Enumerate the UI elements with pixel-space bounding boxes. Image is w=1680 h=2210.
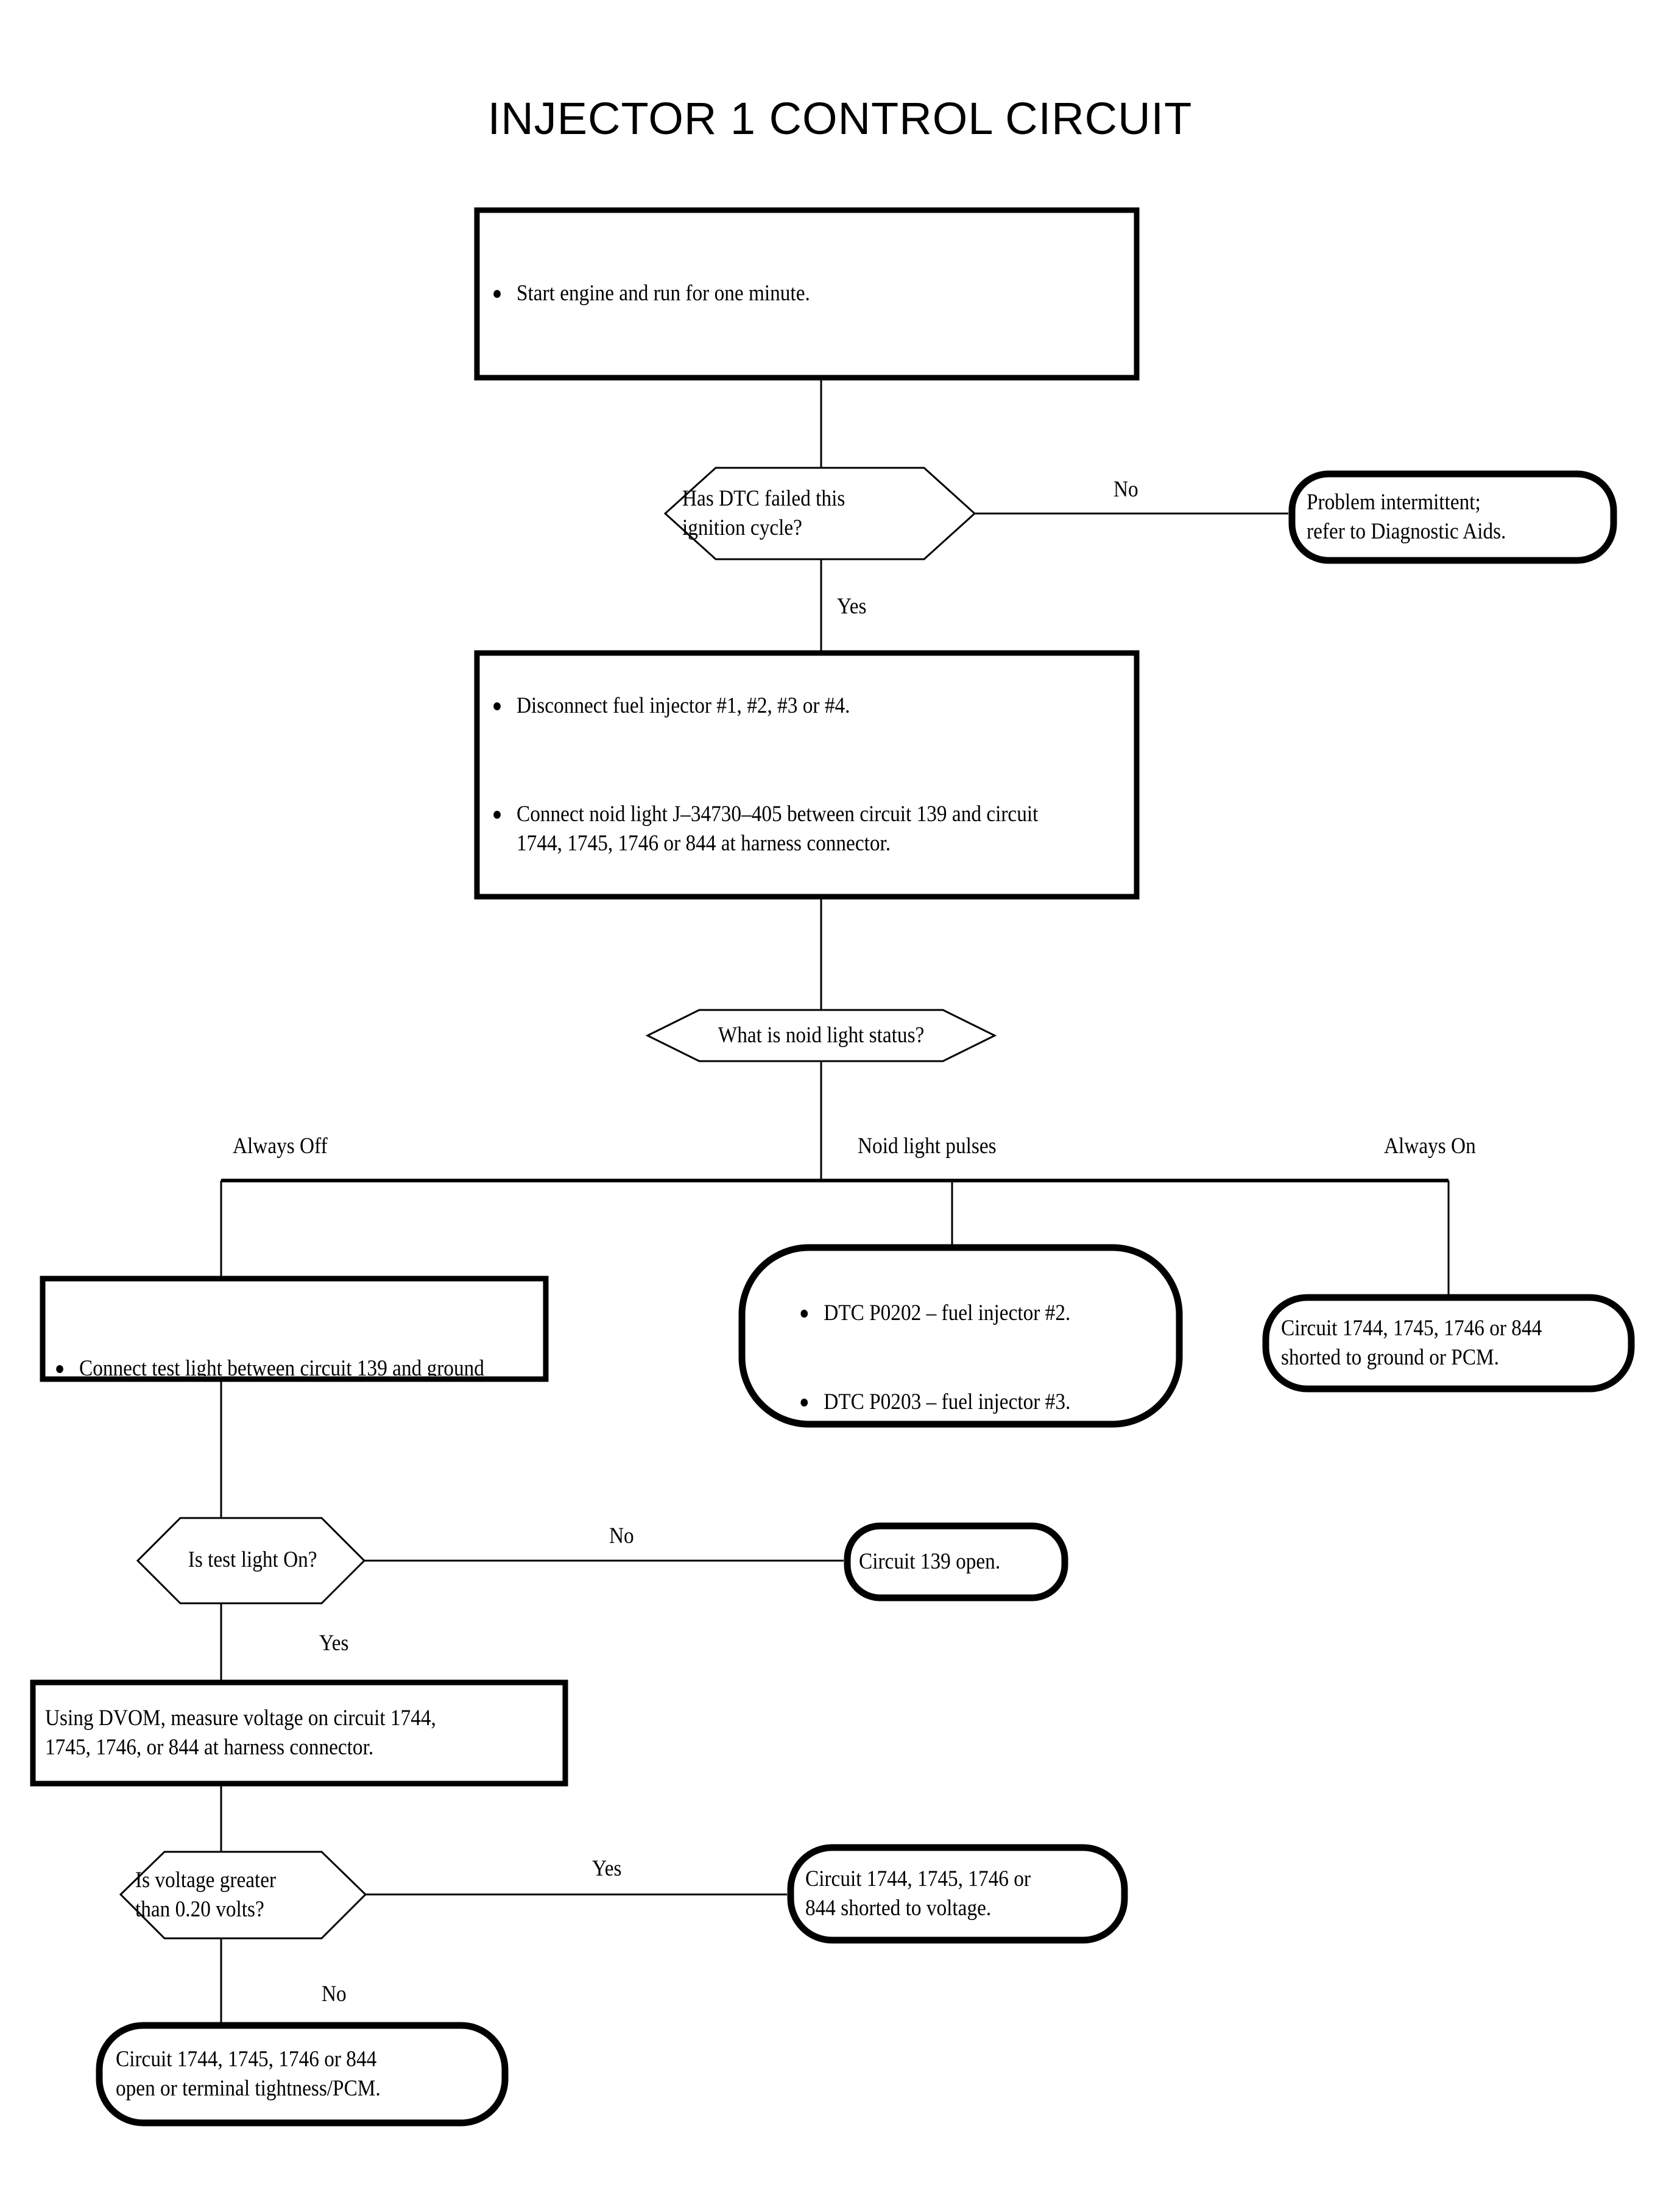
decision3-hexagon xyxy=(136,1517,366,1605)
step3-left-list: Ignition On, engine Off. Connect test li… xyxy=(52,1282,488,1376)
edge-label-decision3-no: No xyxy=(609,1523,634,1548)
step1-list: Ignition Off for 10 seconds. Start engin… xyxy=(489,216,1061,372)
node-step1: Ignition Off for 10 seconds. Start engin… xyxy=(474,207,1140,381)
edge-label-decision1-no: No xyxy=(1114,477,1138,502)
edge-label-decision4-no: No xyxy=(322,1982,347,2007)
node-decision1: Has DTC failed this ignition cycle? xyxy=(663,467,976,560)
decision4-hexagon xyxy=(119,1851,367,1940)
step2-item-1: Disconnect fuel injector #1, #2, #3 or #… xyxy=(489,691,1061,721)
node-step2: Ignition On, engine Off. Disconnect fuel… xyxy=(474,650,1140,900)
term-tightness-item-2: DTC P0203 – fuel injector #3. xyxy=(796,1388,1121,1417)
decision4-text: Is voltage greater than 0.20 volts? xyxy=(135,1866,330,1924)
edge-label-decision2-always-on: Always On xyxy=(1384,1134,1476,1159)
node-term-139-open: Circuit 139 open. xyxy=(844,1522,1068,1601)
node-decision3: Is test light On? xyxy=(136,1517,366,1605)
step1-box xyxy=(474,207,1140,381)
decision1-text: Has DTC failed this ignition cycle? xyxy=(682,484,934,543)
step3-left-box xyxy=(40,1276,549,1382)
term-shorted-ground-line1: Circuit 1744, 1745, 1746 or 844 xyxy=(1281,1315,1542,1341)
node-term-shorted-voltage: Circuit 1744, 1745, 1746 or 844 shorted t… xyxy=(787,1844,1128,1944)
term-shorted-ground-text: Circuit 1744, 1745, 1746 or 844 shorted t… xyxy=(1281,1314,1588,1372)
term-open-pcm-line2: open or terminal tightness/PCM. xyxy=(116,2076,381,2101)
term-open-pcm-box xyxy=(96,2022,509,2127)
decision2-hexagon xyxy=(645,1009,997,1062)
term-shorted-ground-box xyxy=(1262,1294,1635,1393)
decision1-hexagon xyxy=(663,467,976,560)
term-intermittent-box xyxy=(1288,470,1617,564)
term-shorted-ground-line2: shorted to ground or PCM. xyxy=(1281,1345,1499,1370)
step3-left-item-1: Connect test light between circuit 139 a… xyxy=(52,1354,488,1376)
edge-label-decision3-yes: Yes xyxy=(319,1631,349,1656)
connectors xyxy=(220,378,1450,2025)
term-shorted-voltage-line2: 844 shorted to voltage. xyxy=(805,1896,992,1921)
term-shorted-voltage-box xyxy=(787,1844,1128,1944)
page-title: INJECTOR 1 CONTROL CIRCUIT xyxy=(488,93,1193,144)
term-shorted-voltage-text: Circuit 1744, 1745, 1746 or 844 shorted t… xyxy=(805,1865,1085,1923)
term-shorted-voltage-line1: Circuit 1744, 1745, 1746 or xyxy=(805,1866,1031,1891)
term-139-open-text: Circuit 139 open. xyxy=(859,1548,1001,1574)
node-term-open-pcm: Circuit 1744, 1745, 1746 or 844 open or t… xyxy=(96,2022,509,2127)
step2-list: Ignition On, engine Off. Disconnect fuel… xyxy=(489,659,1061,891)
term-tightness-box xyxy=(738,1244,1183,1428)
node-term-tightness: Check terminal tightness for: DTC P0201 … xyxy=(738,1244,1183,1428)
term-139-open-box xyxy=(844,1522,1068,1601)
node-decision2: What is noid light status? xyxy=(645,1009,997,1062)
decision1-line2: ignition cycle? xyxy=(682,515,802,540)
step2-item-2: Connect noid light J–34730–405 between c… xyxy=(489,800,1061,858)
term-tightness-item-1: DTC P0202 – fuel injector #2. xyxy=(796,1299,1121,1328)
step1-item-1: Start engine and run for one minute. xyxy=(489,279,1061,308)
term-intermittent-line2: refer to Diagnostic Aids. xyxy=(1307,519,1506,544)
node-term-shorted-ground: Circuit 1744, 1745, 1746 or 844 shorted t… xyxy=(1262,1294,1635,1393)
decision1-line1: Has DTC failed this xyxy=(682,485,845,511)
decision3-text: Is test light On? xyxy=(188,1547,317,1572)
node-decision4: Is voltage greater than 0.20 volts? xyxy=(119,1851,367,1940)
term-intermittent-line1: Problem intermittent; xyxy=(1307,489,1481,515)
step4-line1: Using DVOM, measure voltage on circuit 1… xyxy=(45,1705,436,1731)
decision2-text: What is noid light status? xyxy=(718,1022,925,1048)
step4-text: Using DVOM, measure voltage on circuit 1… xyxy=(45,1704,503,1762)
term-intermittent-text: Problem intermittent; refer to Diagnostic… xyxy=(1307,488,1575,546)
decision4-line1: Is voltage greater xyxy=(135,1867,277,1893)
step4-line2: 1745, 1746, or 844 at harness connector. xyxy=(45,1735,374,1760)
node-term-intermittent: Problem intermittent; refer to Diagnostic… xyxy=(1288,470,1617,564)
edge-label-decision4-yes: Yes xyxy=(592,1856,622,1881)
node-step4: Using DVOM, measure voltage on circuit 1… xyxy=(30,1679,568,1787)
step4-box xyxy=(30,1679,568,1787)
term-tightness-list: DTC P0201 – fuel injector #1. DTC P0202 … xyxy=(764,1255,1121,1417)
edge-label-decision1-yes: Yes xyxy=(837,594,867,619)
edge-labels: No Yes Always Off Noid light pulses Alwa… xyxy=(233,477,1476,2007)
edge-label-decision2-always-off: Always Off xyxy=(233,1134,328,1159)
term-open-pcm-text: Circuit 1744, 1745, 1746 or 844 open or t… xyxy=(116,2045,456,2103)
term-open-pcm-line1: Circuit 1744, 1745, 1746 or 844 xyxy=(116,2046,377,2072)
edge-label-decision2-noid-pulses: Noid light pulses xyxy=(858,1134,997,1159)
node-step3-left: Ignition On, engine Off. Connect test li… xyxy=(40,1276,549,1382)
step2-box xyxy=(474,650,1140,900)
decision4-line2: than 0.20 volts? xyxy=(135,1897,264,1922)
